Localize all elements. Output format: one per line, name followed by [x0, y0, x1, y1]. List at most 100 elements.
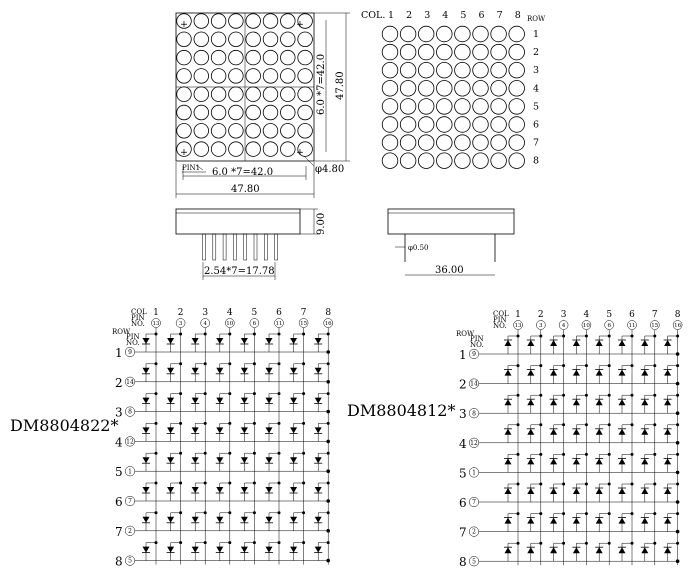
led-diode — [504, 541, 520, 562]
diode-body — [641, 547, 649, 554]
front-pin — [233, 233, 237, 261]
diode-body — [142, 546, 150, 553]
diode-body — [641, 458, 649, 465]
col-junction — [326, 481, 330, 485]
diode-body — [572, 399, 580, 406]
led-diode — [314, 511, 330, 531]
matrix-led — [454, 98, 471, 115]
diode-body — [595, 428, 603, 435]
row-junction — [326, 529, 331, 533]
col-junction — [326, 451, 330, 455]
dim-row-spacing: 36.00 — [435, 265, 464, 276]
diode-body — [265, 457, 273, 464]
diode-body — [240, 397, 248, 404]
top-led — [228, 141, 244, 157]
led-diode — [215, 481, 232, 501]
diode-body — [240, 338, 248, 344]
diode-body — [527, 547, 535, 554]
header-row-no: NO. — [126, 339, 140, 347]
col-junction — [179, 392, 183, 396]
led-diode — [240, 362, 256, 382]
led-diode — [142, 392, 158, 412]
pin-number: 14 — [126, 379, 134, 386]
matrix-led — [508, 152, 525, 169]
led-diode — [142, 362, 158, 382]
diode-body — [572, 428, 580, 435]
row-junction — [675, 500, 680, 504]
row-number: 6 — [459, 496, 467, 510]
row-number: 4 — [115, 435, 123, 449]
matrix-row-number: 7 — [533, 138, 539, 149]
pin-number: 5 — [472, 558, 476, 565]
led-diode — [191, 362, 207, 382]
top-led — [280, 104, 296, 121]
pin-number: 16 — [325, 321, 332, 327]
top-led — [280, 141, 296, 157]
top-led — [193, 68, 210, 84]
diode-body — [527, 340, 535, 346]
col-junction — [607, 334, 611, 338]
led-diode — [289, 421, 306, 442]
matrix-led — [381, 152, 399, 169]
row-junction — [326, 499, 331, 503]
pin-number-circle — [323, 318, 333, 328]
row-number: 1 — [115, 346, 123, 360]
led-diode — [618, 393, 634, 414]
pin-number: 6 — [253, 321, 257, 327]
top-led — [193, 13, 210, 29]
col-junction — [179, 511, 183, 515]
front-pins — [202, 233, 278, 261]
top-led — [193, 141, 210, 157]
matrix-row-number: 1 — [533, 29, 539, 40]
top-led — [262, 31, 279, 48]
led-diode — [504, 482, 520, 502]
diode-body — [618, 340, 626, 346]
led-diode — [526, 364, 543, 384]
matrix-row-number: 4 — [533, 83, 539, 94]
led-diode — [142, 541, 158, 561]
col-junction — [154, 362, 158, 366]
led-diode — [142, 511, 158, 531]
led-diode — [166, 481, 183, 501]
matrix-led — [418, 25, 435, 43]
led-diode — [618, 482, 634, 502]
diode-body — [265, 367, 273, 374]
diode-body — [595, 488, 603, 494]
col-number: 8 — [675, 310, 681, 320]
matrix-led — [399, 61, 417, 79]
matrix-led — [381, 43, 399, 61]
diode-body — [142, 338, 150, 344]
matrix-led — [436, 80, 453, 97]
col-junction — [228, 511, 232, 515]
led-diode — [663, 364, 680, 384]
led-diode — [289, 332, 306, 352]
col-junction — [539, 423, 543, 427]
pin-number: 15 — [651, 323, 658, 329]
led-diode — [289, 451, 306, 472]
col-junction — [562, 364, 566, 368]
led-diode — [595, 364, 611, 384]
led-diode — [549, 541, 566, 562]
diode-body — [550, 547, 558, 554]
led-diode — [640, 452, 657, 473]
col-junction — [302, 511, 306, 515]
diode-body — [595, 517, 603, 524]
led-diode — [618, 334, 634, 354]
pin-number-circle — [124, 525, 136, 536]
diode-body — [191, 487, 199, 493]
col-junction — [277, 511, 281, 515]
row-number: 5 — [115, 465, 123, 479]
pin-number: 11 — [629, 323, 636, 329]
corner-mark-tl: + — [180, 19, 188, 30]
end-body — [387, 208, 515, 235]
row-junction — [675, 441, 680, 445]
led-diode — [640, 334, 657, 354]
led-diode — [572, 364, 588, 384]
matrix-led — [454, 152, 471, 169]
col-junction — [653, 393, 657, 397]
pin-number: 3 — [539, 323, 543, 329]
diode-body — [167, 338, 175, 344]
top-led — [245, 13, 261, 29]
row-number: 2 — [459, 378, 467, 392]
header-row: ROW — [112, 328, 131, 336]
